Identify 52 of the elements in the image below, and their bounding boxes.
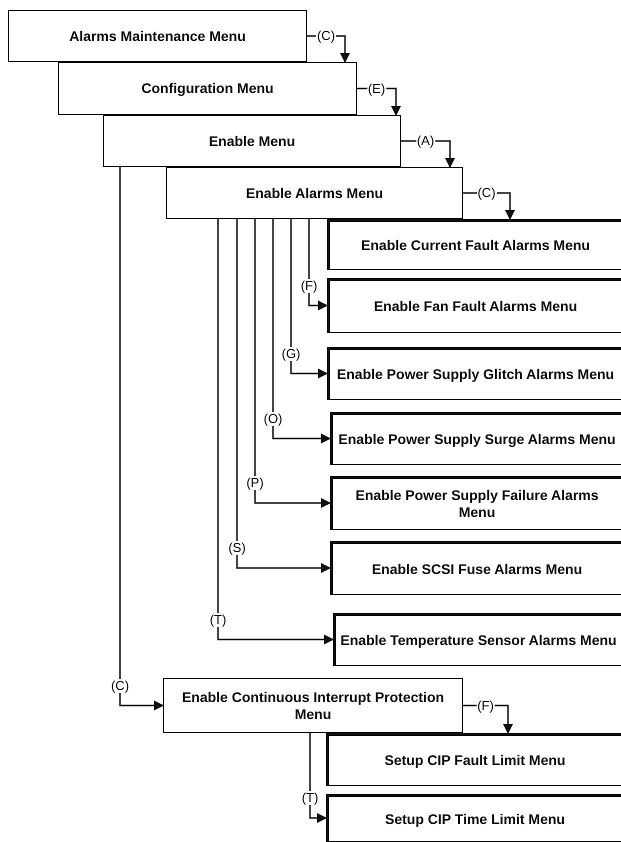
- connector-arrow: [217, 219, 334, 644]
- menu-box: [58, 62, 357, 115]
- menu-title: Enable SCSI Fuse Alarms Menu: [370, 560, 584, 578]
- menu-box: [330, 476, 621, 530]
- menu-box: [330, 412, 621, 465]
- edge-label: (C): [316, 29, 336, 43]
- menu-title: Enable Alarms Menu: [244, 184, 384, 202]
- edge-label: (S): [227, 541, 247, 555]
- menu-box: [326, 794, 621, 842]
- menu-title: Enable Current Fault Alarms Menu: [360, 237, 591, 254]
- connector-arrow: [463, 192, 515, 220]
- edge-label: (G): [280, 346, 302, 360]
- connector-arrow: [236, 219, 331, 573]
- menu-box: [327, 278, 621, 333]
- connector-arrow: [308, 219, 328, 310]
- connector-arrow: [272, 219, 331, 444]
- edge-label: (T): [300, 791, 320, 805]
- edge-label: (C): [110, 678, 130, 692]
- menu-title: Setup CIP Fault Limit Menu: [384, 752, 566, 769]
- menu-box: [103, 115, 401, 167]
- menu-box: [326, 733, 621, 786]
- connector-arrow: [309, 733, 327, 823]
- menu-title: Enable Temperature Sensor Alarms Menu: [339, 632, 618, 649]
- connector-arrow: [254, 219, 331, 508]
- edge-label: (F): [476, 698, 495, 712]
- edge-label: (A): [416, 134, 436, 148]
- edge-label: (T): [208, 612, 228, 626]
- connector-arrow: [401, 140, 455, 168]
- menu-title: Enable Continuous Interrupt Protection Menu: [180, 688, 446, 722]
- menu-box: [333, 613, 621, 666]
- edge-label: (O): [262, 412, 284, 426]
- menu-box: [327, 219, 621, 270]
- menu-box: [327, 347, 621, 400]
- menu-box: [8, 10, 307, 62]
- connector-arrow: [290, 219, 328, 378]
- menu-box: [166, 167, 463, 219]
- edge-label: (P): [245, 476, 265, 490]
- edge-label: (E): [366, 82, 386, 96]
- menu-title: Enable Menu: [208, 132, 296, 150]
- edge-label: (F): [300, 278, 318, 292]
- menu-title: Configuration Menu: [140, 80, 275, 97]
- edge-label: (C): [476, 186, 497, 200]
- connector-arrow: [119, 167, 164, 710]
- menu-title: Alarms Maintenance Menu: [68, 28, 247, 44]
- menu-box: [330, 541, 621, 595]
- menu-title: Enable Power Supply Glitch Alarms Menu: [336, 366, 616, 383]
- menu-title: Enable Power Supply Failure Alarms Menu: [354, 487, 600, 521]
- menu-title: Enable Power Supply Surge Alarms Menu: [337, 431, 617, 448]
- menu-title: Setup CIP Time Limit Menu: [384, 810, 566, 828]
- connector-arrow: [307, 35, 350, 63]
- menu-title: Enable Fan Fault Alarms Menu: [372, 298, 578, 315]
- menu-box: [163, 678, 463, 733]
